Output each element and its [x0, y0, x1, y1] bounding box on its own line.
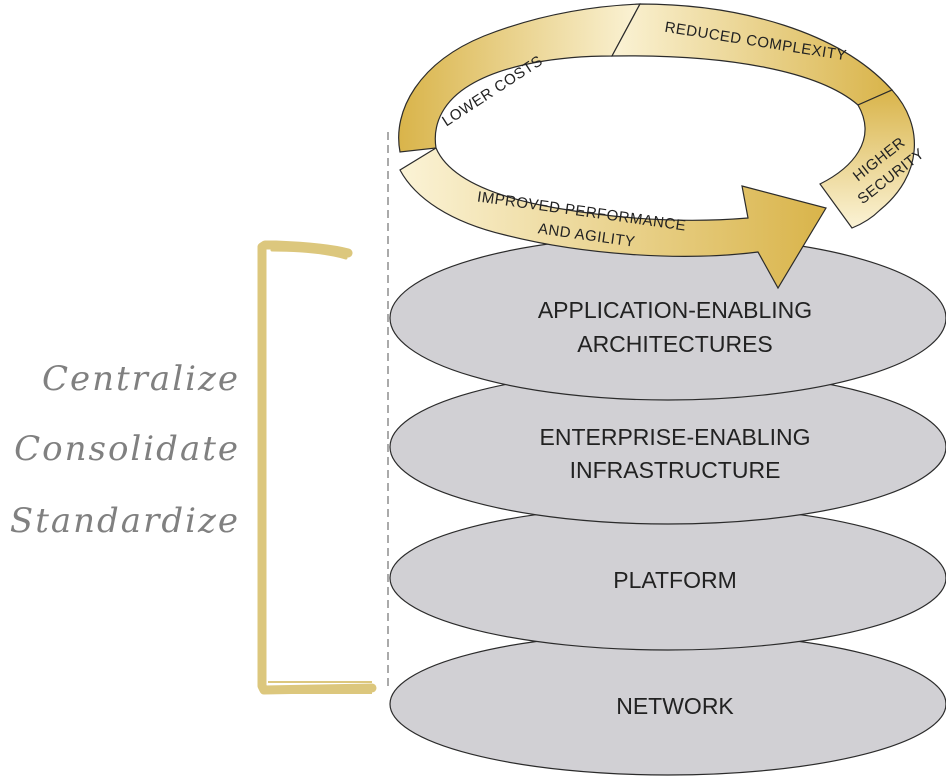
ring-segment-higher-security: [819, 89, 915, 229]
benefit-ring: LOWER COSTS REDUCED COMPLEXITY HIGHER SE…: [398, 3, 928, 290]
bracket: [257, 240, 377, 695]
layer-platform-label: PLATFORM: [613, 567, 737, 593]
side-words: Centralize Consolidate Standardize: [10, 359, 240, 541]
ring-segment-reduced-complexity: [610, 3, 893, 106]
layer-application-label-line2: ARCHITECTURES: [577, 331, 773, 357]
layer-application-label-line1: APPLICATION-ENABLING: [538, 297, 812, 323]
side-word-centralize: Centralize: [42, 359, 240, 399]
layer-infrastructure: ENTERPRISE-ENABLING INFRASTRUCTURE: [389, 369, 946, 525]
layer-application: APPLICATION-ENABLING ARCHITECTURES: [389, 235, 946, 401]
layer-network-label: NETWORK: [616, 693, 734, 719]
layer-infrastructure-label-line2: INFRASTRUCTURE: [570, 457, 781, 483]
side-word-consolidate: Consolidate: [14, 429, 240, 469]
side-word-standardize: Standardize: [10, 501, 240, 541]
layer-network: NETWORK: [389, 632, 946, 776]
layer-infrastructure-label-line1: ENTERPRISE-ENABLING: [540, 424, 811, 450]
layer-stack: NETWORK PLATFORM ENTERPRISE-ENABLING INF…: [389, 235, 946, 776]
layer-platform: PLATFORM: [389, 505, 946, 651]
ring-segment-improved-performance: [399, 147, 827, 290]
